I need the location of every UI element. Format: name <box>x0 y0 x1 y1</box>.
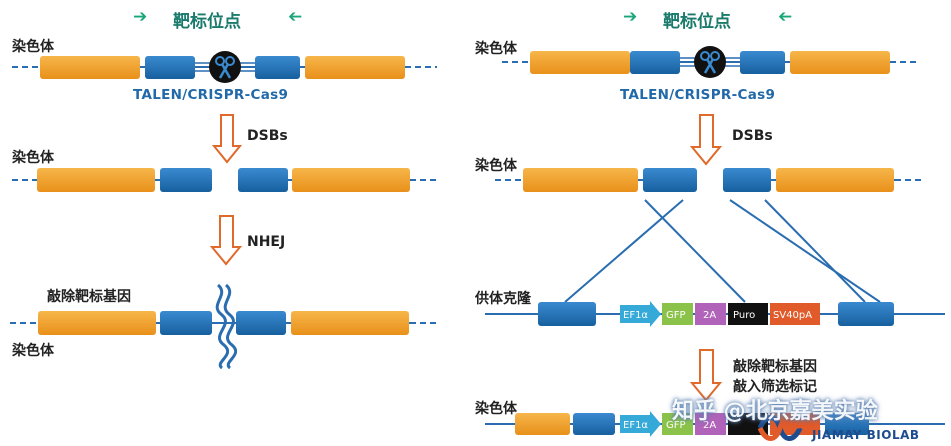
indel-squiggle <box>215 283 230 370</box>
exon-blue <box>723 168 771 192</box>
left-chromosome-row-1 <box>12 56 437 79</box>
left-dsb-label: DSBs <box>247 128 288 144</box>
right-nuclease-label: TALEN/CRISPR-Cas9 <box>620 87 776 103</box>
donor-label: 供体克隆 <box>475 291 531 307</box>
exon-orange <box>523 168 638 192</box>
ef1a-promoter <box>620 411 661 437</box>
down-arrow-icon <box>211 114 243 164</box>
exon-orange <box>37 168 155 192</box>
scissors-icon <box>209 51 241 83</box>
exon-orange <box>530 51 630 74</box>
sv40pa-label: SV40pA <box>773 310 812 321</box>
ef1a-label: EF1α <box>623 310 648 321</box>
right-dsb-label: DSBs <box>732 128 773 144</box>
right-chromosome-label-3: 染色体 <box>475 401 517 417</box>
donor-plasmid-row: EF1α GFP 2A Puro SV40pA <box>485 301 945 327</box>
right-title: 靶标位点 <box>663 12 731 32</box>
left-chromosome-label-2: 染色体 <box>12 150 54 166</box>
exon-blue <box>825 413 869 435</box>
left-chromosome-label-1: 染色体 <box>12 39 54 55</box>
homology-arm-left <box>538 302 596 326</box>
ef1a-promoter <box>620 301 661 327</box>
exon-orange <box>291 311 409 335</box>
left-knockout-label: 敲除靶标基因 <box>47 289 131 305</box>
right-chromosome-label-2: 染色体 <box>475 158 517 174</box>
t2a-box <box>695 303 726 325</box>
ef1a-label: EF1α <box>623 420 648 431</box>
gfp-label: GFP <box>666 420 686 431</box>
exon-orange <box>790 51 890 74</box>
left-chromosome-row-2 <box>12 168 440 192</box>
left-title: 靶标位点 <box>173 12 241 32</box>
jiamay-logo-icon <box>757 415 803 441</box>
exon-blue <box>630 51 680 74</box>
exon-blue <box>145 56 195 79</box>
left-arrow-icon: ➔ <box>288 7 303 27</box>
down-arrow-icon <box>209 215 243 266</box>
exon-orange <box>515 413 570 435</box>
exon-orange <box>305 56 405 79</box>
exon-blue <box>238 168 288 192</box>
exon-orange <box>292 168 410 192</box>
exon-orange <box>776 168 894 192</box>
watermark-text: 知乎 @北京嘉美实验 <box>672 399 878 424</box>
puro-label: Puro <box>733 310 755 321</box>
down-arrow-icon <box>689 114 723 166</box>
exon-blue <box>236 311 286 335</box>
result-label-line1: 敲除靶标基因 <box>733 359 817 375</box>
exon-blue <box>573 413 615 435</box>
down-arrow-icon <box>689 349 723 402</box>
exon-blue <box>255 56 300 79</box>
right-arrow-icon: ➔ <box>133 7 148 27</box>
gfp-box <box>662 303 693 325</box>
exon-blue <box>160 168 212 192</box>
t2a-label: 2A <box>703 310 716 321</box>
exon-blue <box>160 311 212 335</box>
puro-box <box>728 303 768 325</box>
homologous-recombination-lines <box>564 199 881 303</box>
scissors-icon <box>694 46 726 78</box>
left-nhej-label: NHEJ <box>247 234 286 250</box>
t2a-box <box>695 413 726 435</box>
t2a-label: 2A <box>703 420 716 431</box>
left-arrow-icon: ➔ <box>778 7 793 27</box>
gfp-label: GFP <box>666 310 686 321</box>
left-chromosome-label-3: 染色体 <box>12 343 54 359</box>
left-nuclease-label: TALEN/CRISPR-Cas9 <box>133 87 289 103</box>
exon-blue <box>643 168 697 192</box>
homology-arm-right <box>838 302 894 326</box>
left-chromosome-row-3 <box>10 283 440 370</box>
result-label-line2: 敲入筛选标记 <box>733 379 817 395</box>
right-chromosome-label-1: 染色体 <box>475 41 517 57</box>
sv40pa-box <box>770 303 820 325</box>
right-chromosome-row-2 <box>495 168 925 192</box>
right-arrow-icon: ➔ <box>623 7 638 27</box>
gfp-box <box>662 413 693 435</box>
exon-orange <box>38 311 156 335</box>
exon-orange <box>40 56 140 79</box>
exon-blue <box>740 51 785 74</box>
watermark-logo-text: JIAMAY BIOLAB <box>812 428 920 442</box>
